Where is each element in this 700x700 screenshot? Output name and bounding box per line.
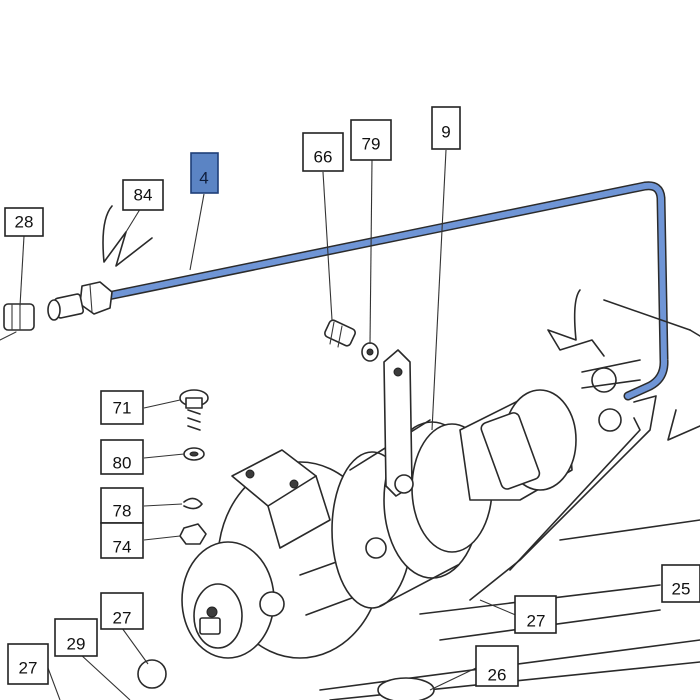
pipe-nut-left	[47, 281, 113, 321]
callout-4-highlighted[interactable]: 4	[190, 152, 219, 194]
svg-text:71: 71	[113, 399, 132, 418]
svg-text:29: 29	[67, 635, 86, 654]
svg-text:79: 79	[362, 135, 381, 154]
svg-text:27: 27	[113, 609, 132, 628]
callout-25[interactable]: 25	[661, 564, 700, 603]
callout-66[interactable]: 66	[302, 132, 344, 172]
svg-text:9: 9	[441, 123, 450, 142]
spring-clip	[102, 205, 153, 267]
svg-text:25: 25	[672, 580, 691, 599]
brake-pipe-highlighted[interactable]	[103, 181, 669, 401]
svg-text:26: 26	[488, 666, 507, 685]
washer-79	[361, 342, 379, 362]
callout-71[interactable]: 71	[100, 390, 144, 425]
callout-27-left[interactable]: 27	[7, 643, 49, 685]
callout-27-top[interactable]: 27	[100, 592, 144, 630]
spring-washer-78	[183, 497, 203, 510]
callout-26[interactable]: 26	[475, 645, 519, 687]
callout-79[interactable]: 79	[350, 119, 392, 161]
callout-27-right[interactable]: 27	[514, 595, 557, 634]
callout-28[interactable]: 28	[4, 207, 44, 237]
svg-text:27: 27	[19, 659, 38, 678]
svg-text:66: 66	[314, 148, 333, 167]
leader-lines	[19, 149, 519, 700]
callout-29[interactable]: 29	[54, 618, 98, 657]
svg-text:28: 28	[15, 213, 34, 232]
svg-text:84: 84	[134, 186, 153, 205]
callout-84[interactable]: 84	[122, 179, 164, 211]
svg-text:80: 80	[113, 454, 132, 473]
callout-80[interactable]: 80	[100, 439, 144, 475]
svg-text:4: 4	[199, 169, 208, 188]
nut-74	[179, 523, 207, 545]
callout-78[interactable]: 78	[100, 487, 144, 524]
svg-text:74: 74	[113, 538, 132, 557]
svg-text:78: 78	[113, 502, 132, 521]
brake-chamber-assembly	[137, 349, 577, 689]
svg-text:27: 27	[527, 612, 546, 631]
callout-9[interactable]: 9	[431, 106, 461, 150]
bolt-66	[324, 319, 356, 348]
left-edge-fitting	[0, 303, 35, 341]
callout-74[interactable]: 74	[100, 522, 144, 559]
bolt-71	[179, 389, 209, 431]
right-fittings	[469, 289, 700, 601]
washer-80	[183, 447, 205, 461]
